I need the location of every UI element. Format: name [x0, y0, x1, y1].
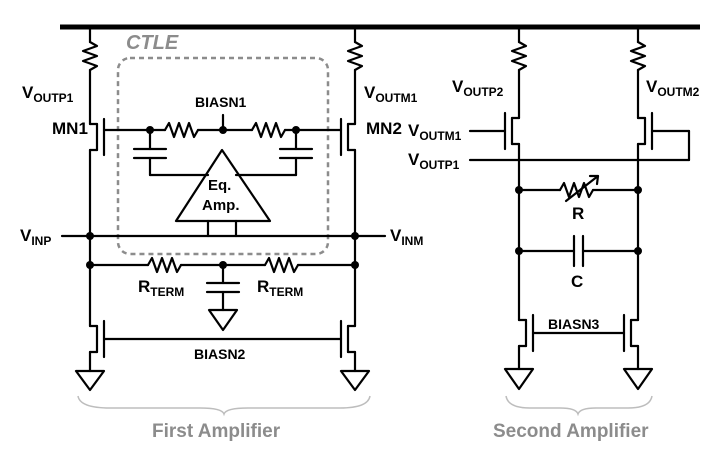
eq-amp-triangle — [174, 148, 272, 223]
vinp-label: VINP — [20, 226, 51, 248]
eq-amp-label-2: Amp. — [202, 197, 240, 214]
c-label: C — [571, 272, 583, 291]
mn2-label: MN2 — [366, 119, 402, 138]
ctle-resistor-left — [148, 121, 225, 139]
voutm2-label: VOUTM2 — [646, 77, 700, 99]
first-amp-title: First Amplifier — [152, 421, 281, 442]
load-resistor-right — [346, 25, 364, 126]
r-label: R — [572, 204, 584, 223]
input-transistor-left — [468, 111, 521, 322]
second-amp-bracket — [505, 395, 653, 417]
load-resistor-left-2 — [510, 25, 528, 120]
ctle-label: CTLE — [126, 32, 179, 54]
ctle-resistor-right — [221, 121, 298, 139]
input-transistor-right — [468, 111, 691, 322]
tail-transistor-left — [88, 263, 106, 373]
tail-transistor-right — [339, 263, 357, 373]
eq-amp-label-1: Eq. — [208, 177, 231, 194]
second-amp-title: Second Amplifier — [493, 421, 649, 442]
first-amp-bracket — [77, 395, 371, 417]
load-resistor-left — [81, 25, 99, 126]
rterm-resistor-left — [88, 256, 225, 274]
variable-resistor — [517, 174, 640, 203]
voutp1-label: VOUTP1 — [22, 83, 74, 105]
capacitor-c — [517, 234, 640, 268]
ground-icon — [207, 308, 239, 332]
rterm-right-label: RTERM — [257, 277, 303, 299]
ground-icon — [503, 367, 535, 391]
ctle-capacitor-left — [132, 128, 210, 177]
transistor-mn1 — [88, 117, 152, 238]
tail-transistor-left-2 — [517, 313, 535, 371]
biasn1-label: BIASN1 — [195, 94, 247, 110]
rterm-capacitor — [205, 263, 241, 312]
vinm-label: VINM — [390, 226, 423, 248]
biasn3-label: BIASN3 — [548, 316, 600, 332]
ground-icon — [74, 369, 106, 392]
voutp2-label: VOUTP2 — [452, 77, 504, 99]
voutm1-label: VOUTM1 — [364, 83, 418, 105]
ground-icon — [339, 369, 371, 392]
ctle-box — [116, 56, 330, 256]
load-resistor-right-2 — [629, 25, 647, 120]
in-voutm1-label: VOUTM1 — [408, 121, 462, 143]
ground-icon — [622, 367, 654, 391]
tail-transistor-right-2 — [622, 313, 640, 371]
rterm-left-label: RTERM — [138, 277, 184, 299]
in-voutp1-label: VOUTP1 — [408, 150, 460, 172]
ctle-capacitor-right — [234, 128, 314, 177]
rterm-resistor-right — [221, 256, 357, 274]
biasn2-label: BIASN2 — [194, 346, 246, 362]
mn1-label: MN1 — [52, 119, 88, 138]
transistor-mn2 — [294, 117, 357, 238]
